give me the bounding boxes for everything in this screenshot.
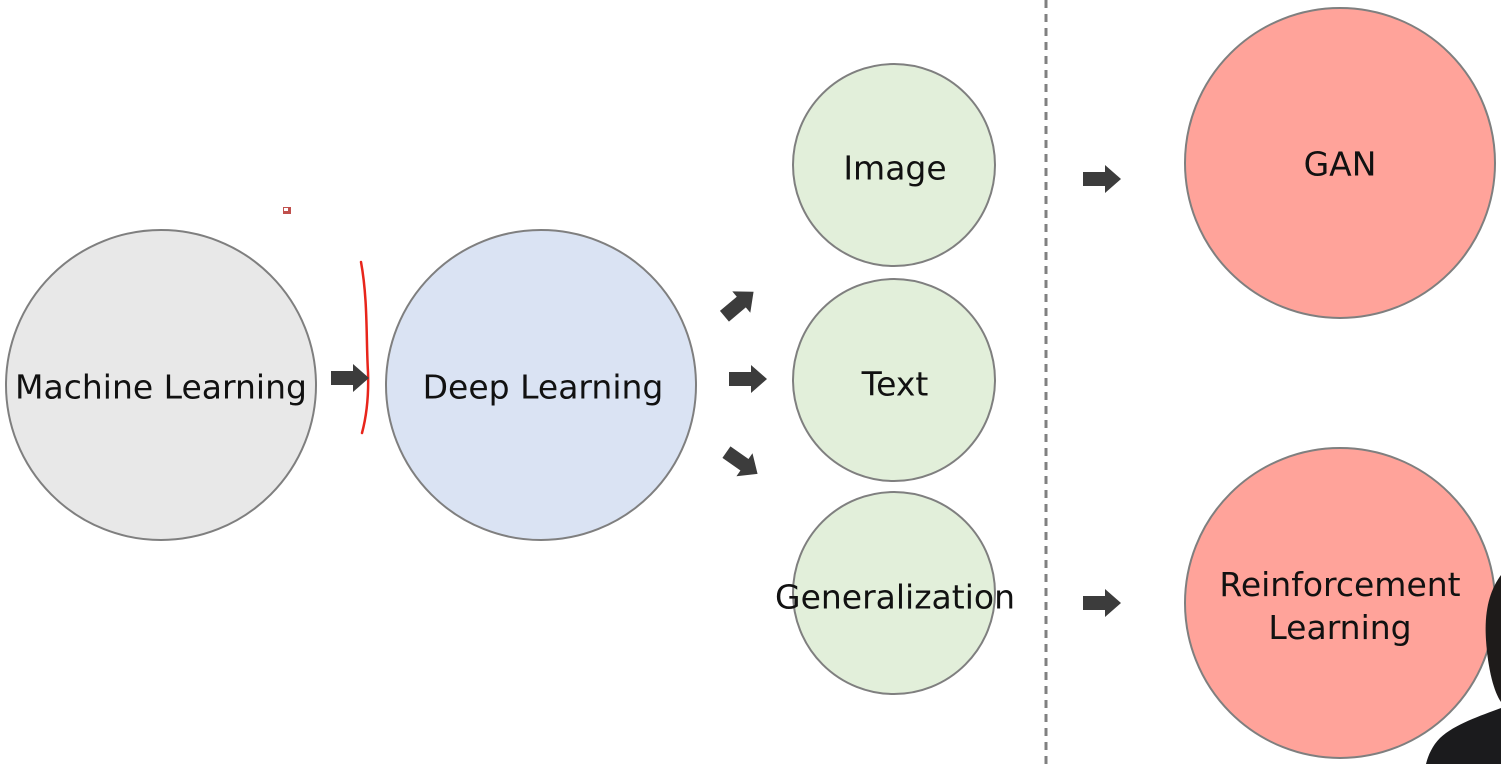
small-marker-icon <box>283 207 291 214</box>
arrow-generalization-to-rl <box>1083 589 1121 617</box>
arrow-deep-to-image <box>719 291 754 322</box>
node-gan <box>1184 7 1496 319</box>
arrow-image-to-gan <box>1083 165 1121 193</box>
node-image <box>792 63 996 267</box>
arrow-deep-to-text <box>729 365 767 393</box>
node-deep-learning <box>385 229 697 541</box>
arrow-deep-to-generalization <box>722 446 758 477</box>
node-generalization <box>792 491 996 695</box>
node-machine-learning <box>5 229 317 541</box>
node-reinforcement-learning <box>1184 447 1496 759</box>
annotation-stroke <box>359 260 370 435</box>
arrow-machine-to-deep <box>331 364 369 392</box>
presenter-video-overlay <box>1426 575 1501 764</box>
node-text <box>792 278 996 482</box>
